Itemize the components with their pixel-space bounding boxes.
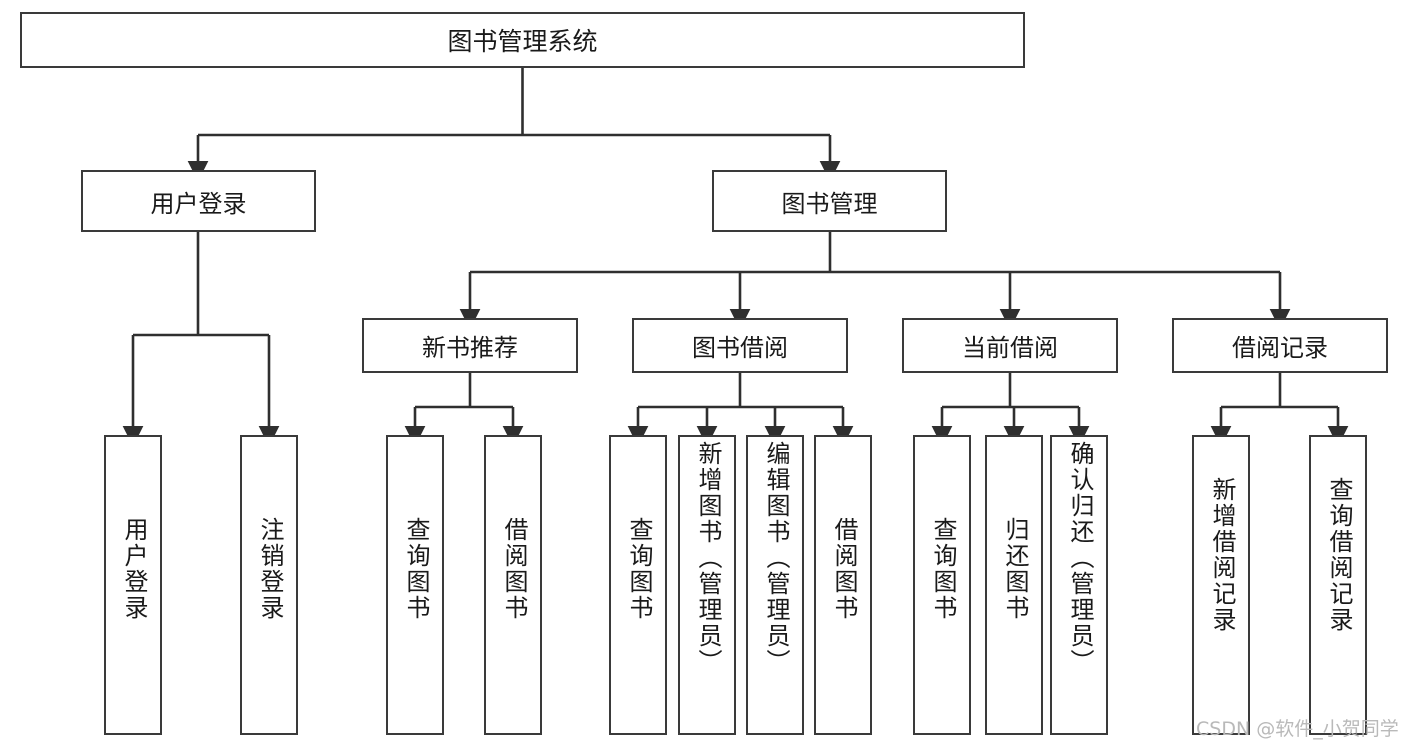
leaf-label: 用户登录	[119, 517, 148, 621]
leaf-label: 借阅图书	[499, 517, 528, 621]
leaf-label: 编辑图书（管理员）	[761, 441, 790, 675]
leaf-node: 借阅图书	[484, 435, 542, 735]
leaf-node: 用户登录	[104, 435, 162, 735]
leaf-node: 归还图书	[985, 435, 1043, 735]
node-root-label: 图书管理系统	[447, 27, 598, 56]
node-borrowing-record: 借阅记录	[1172, 318, 1388, 373]
node-current-borrowing: 当前借阅	[902, 318, 1118, 373]
leaf-label: 查询借阅记录	[1324, 477, 1353, 633]
node-user-login-label: 用户登录	[150, 189, 247, 218]
csdn-watermark: CSDN @软件_小贺同学	[1196, 718, 1399, 740]
leaf-node: 借阅图书	[814, 435, 872, 735]
node-root-system: 图书管理系统	[20, 12, 1025, 68]
node-user-login: 用户登录	[81, 170, 316, 232]
node-book-borrowing: 图书借阅	[632, 318, 848, 373]
leaf-label: 查询图书	[401, 517, 430, 621]
leaf-label: 归还图书	[1000, 517, 1029, 621]
node-new-book-recommendation: 新书推荐	[362, 318, 578, 373]
leaf-node: 新增借阅记录	[1192, 435, 1250, 735]
leaf-label: 查询图书	[928, 517, 957, 621]
leaf-label: 查询图书	[624, 517, 653, 621]
node-book-borrowing-label: 图书借阅	[692, 334, 788, 362]
leaf-label: 注销登录	[255, 517, 284, 621]
leaf-label: 新增图书（管理员）	[693, 441, 722, 675]
node-book-management-label: 图书管理	[781, 189, 878, 218]
leaf-node: 查询借阅记录	[1309, 435, 1367, 735]
leaf-node: 编辑图书（管理员）	[746, 435, 804, 735]
leaf-node: 新增图书（管理员）	[678, 435, 736, 735]
leaf-node: 查询图书	[386, 435, 444, 735]
node-current-borrowing-label: 当前借阅	[962, 334, 1058, 362]
leaf-node: 查询图书	[913, 435, 971, 735]
node-book-management: 图书管理	[712, 170, 947, 232]
leaf-node: 查询图书	[609, 435, 667, 735]
node-borrowing-record-label: 借阅记录	[1232, 334, 1328, 362]
leaf-node: 确认归还（管理员）	[1050, 435, 1108, 735]
leaf-label: 确认归还（管理员）	[1065, 441, 1094, 675]
leaf-label: 新增借阅记录	[1207, 477, 1236, 633]
node-new-book-recommendation-label: 新书推荐	[422, 334, 518, 362]
leaf-label: 借阅图书	[829, 517, 858, 621]
leaf-node: 注销登录	[240, 435, 298, 735]
